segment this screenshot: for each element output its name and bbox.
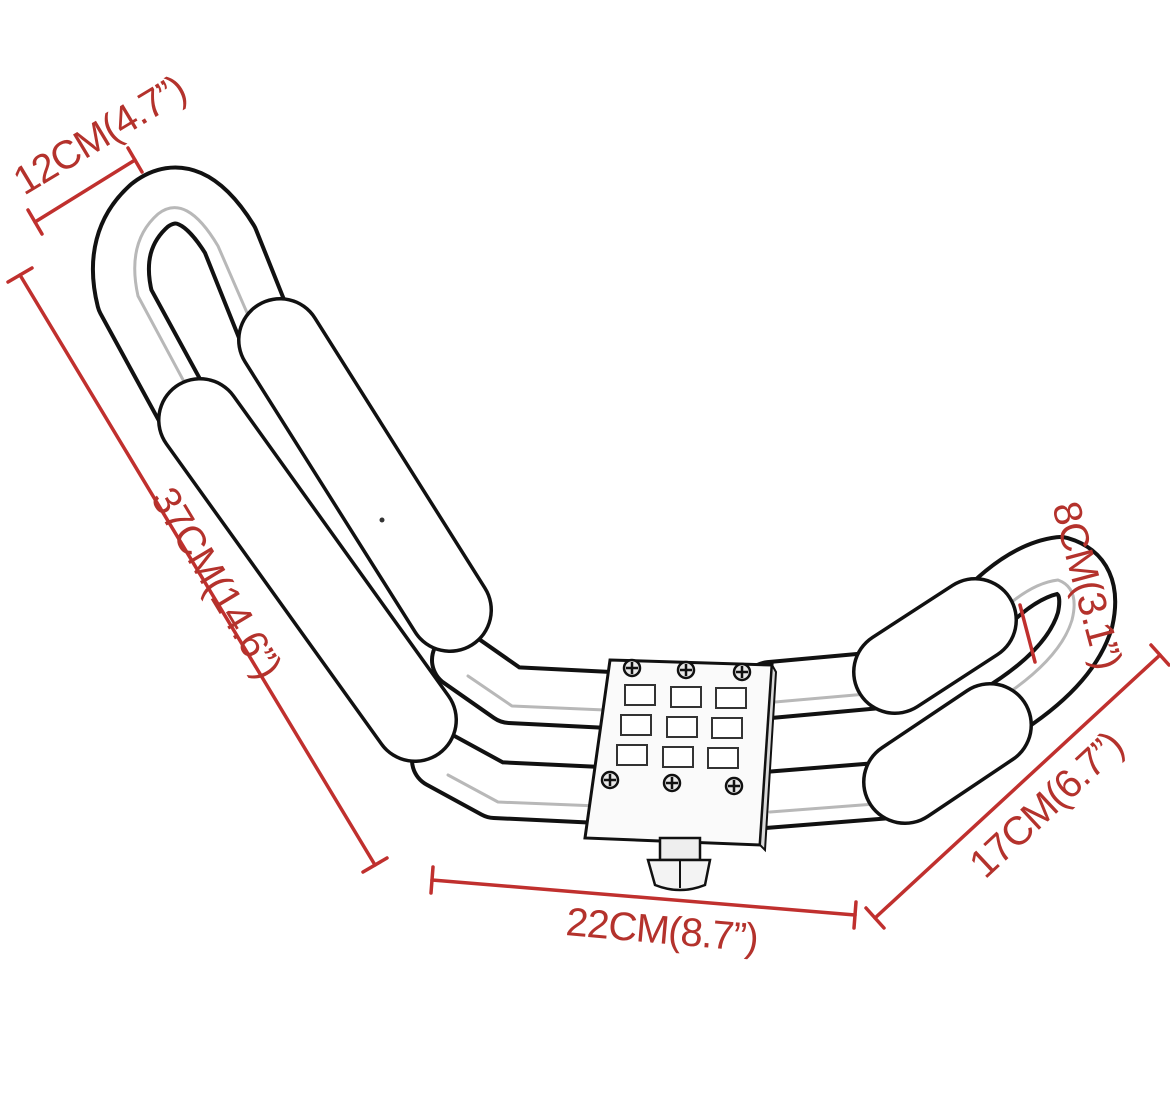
mounting-plate: [583, 658, 778, 892]
tall-arm-tube: [90, 165, 640, 825]
label-base-length: 22CM(8.7”): [564, 900, 759, 961]
plate-slots: [616, 684, 747, 769]
plate-screws: [600, 658, 752, 796]
mounting-bolt: [646, 836, 712, 892]
rack-drawing: [90, 165, 1118, 892]
tall-arm-foam-pads: [157, 297, 493, 763]
dimension-base-length: 22CM(8.7”): [429, 865, 858, 961]
short-arm-foam-pads: [852, 577, 1033, 825]
